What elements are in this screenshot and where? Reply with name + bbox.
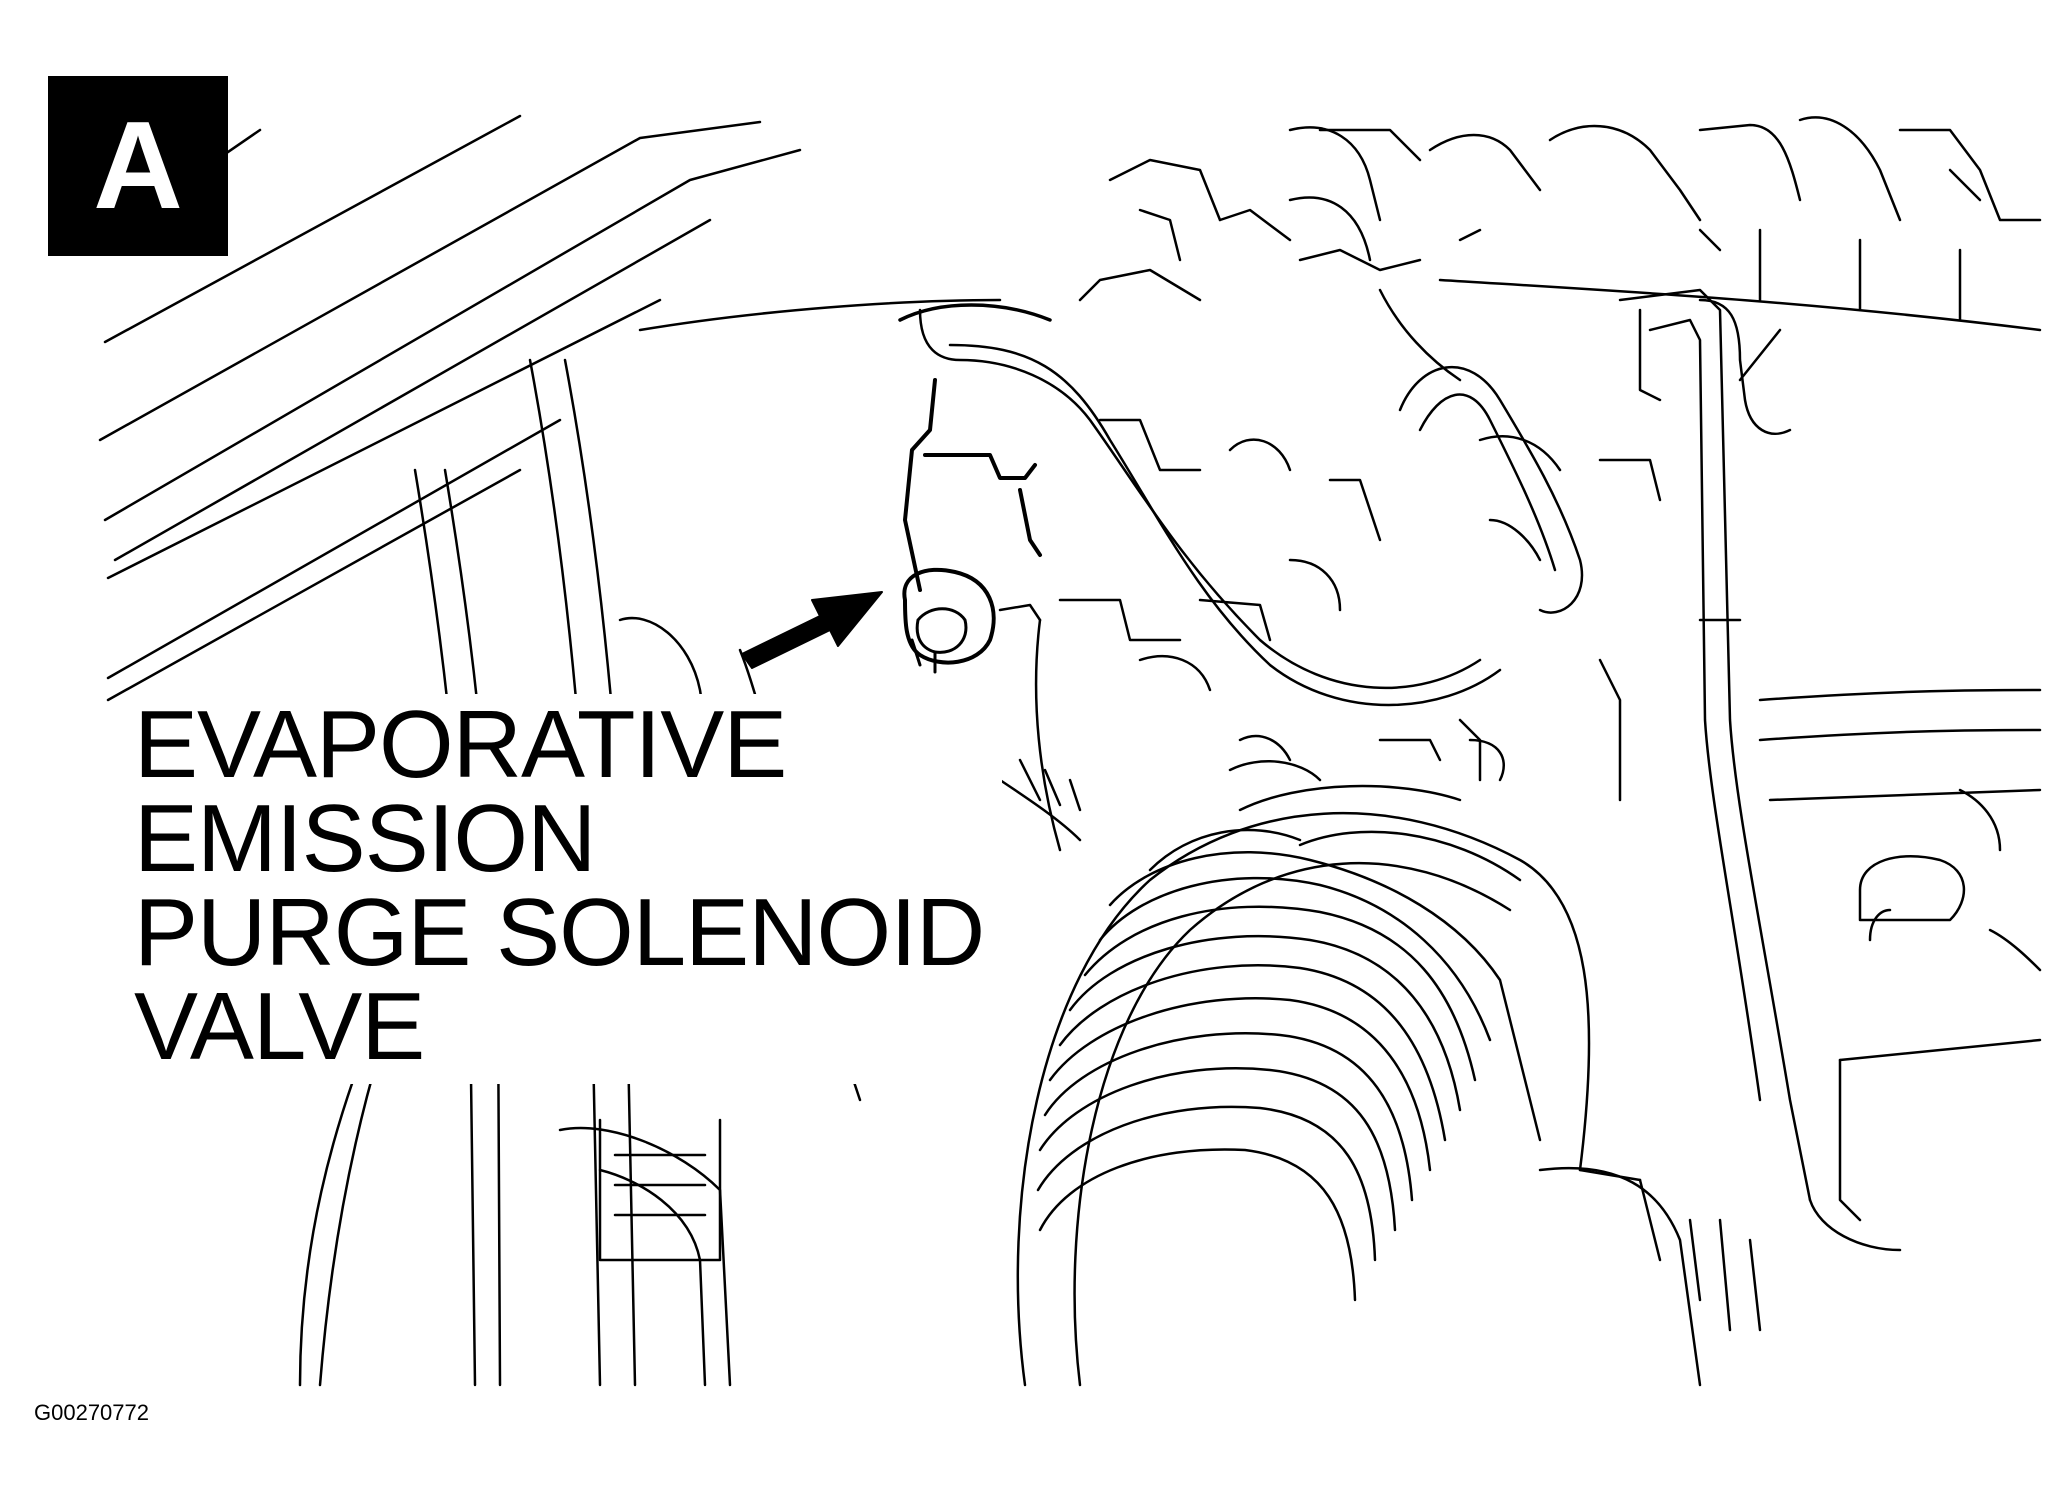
component-label-line-1: EVAPORATIVE	[134, 691, 787, 798]
view-badge: A	[48, 76, 228, 256]
component-label-line-4: VALVE	[134, 973, 425, 1080]
purge-valve-assembly	[898, 303, 1062, 852]
engine-top-covers	[1108, 116, 2042, 382]
figure-code: G00270772	[34, 1400, 149, 1425]
hood-edge-lines	[98, 114, 802, 702]
right-side-components	[1228, 618, 2042, 1332]
upper-hoses-and-brackets	[638, 268, 1812, 1202]
mid-components	[998, 418, 1662, 842]
arrow-icon	[741, 591, 883, 669]
view-badge-letter: A	[93, 97, 183, 235]
component-label-line-2: EMISSION	[134, 785, 596, 892]
intake-duct	[1016, 784, 1702, 1387]
component-label: EVAPORATIVE EMISSION PURGE SOLENOID VALV…	[132, 691, 1003, 1084]
component-label-line-3: PURGE SOLENOID	[134, 879, 985, 986]
